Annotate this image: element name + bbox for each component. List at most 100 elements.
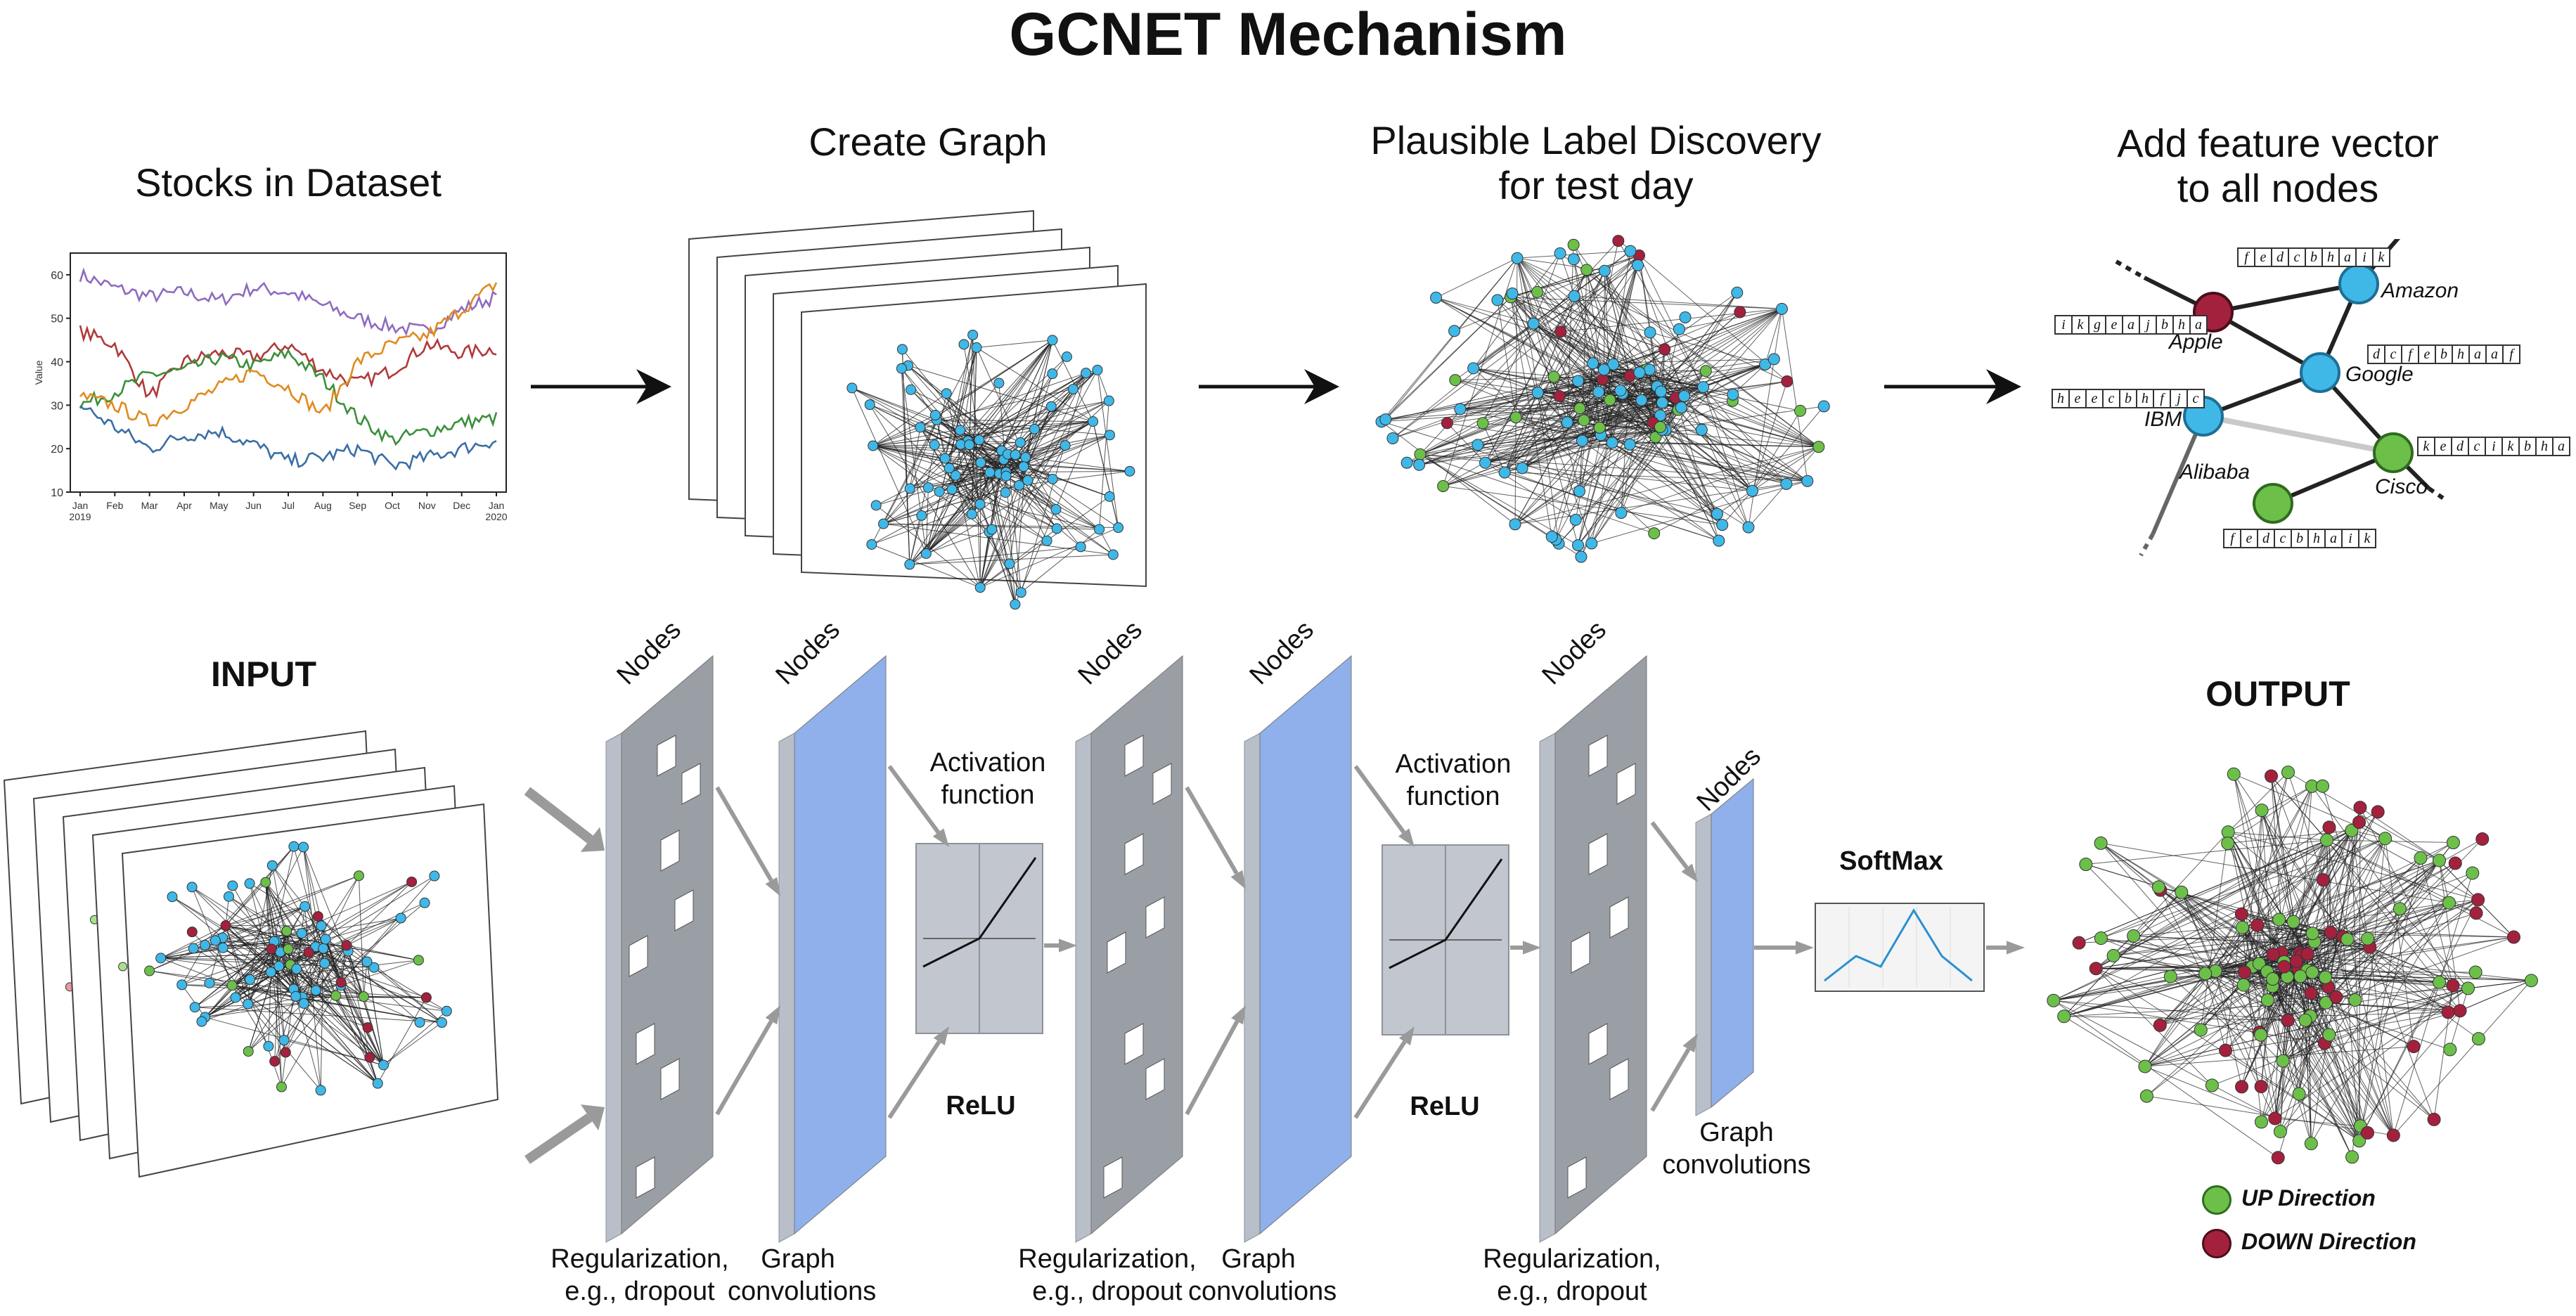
edge (2170, 976, 2360, 1142)
page-title: GCNET Mechanism (1009, 1, 1567, 68)
graph-node (362, 1022, 373, 1033)
edge (1025, 421, 1093, 458)
edge (909, 546, 1081, 565)
graph-node (316, 920, 327, 931)
series-line-0 (79, 267, 497, 337)
edge (979, 370, 1098, 588)
graph-node (260, 877, 271, 888)
graph-node (1449, 374, 1462, 387)
graph-node (176, 979, 188, 991)
edge (1473, 264, 1638, 369)
edge (303, 981, 342, 1004)
edge (293, 945, 347, 990)
graph-node (414, 1017, 425, 1028)
dropout-layer-2 (1075, 654, 1183, 1243)
edge-cisco-alibaba (2272, 451, 2395, 505)
edge (2359, 1010, 2461, 1127)
graph-node (1047, 335, 1058, 346)
edge (2063, 931, 2331, 1017)
edge (320, 948, 324, 1090)
graph-node (1780, 477, 1793, 490)
edge (1485, 402, 1663, 463)
feature-cell: f (2154, 390, 2171, 407)
edge (2281, 827, 2330, 953)
graph-node (227, 880, 238, 891)
edge (1554, 376, 1656, 438)
feature-cell: b (2292, 530, 2309, 547)
graph-node (870, 500, 882, 511)
graph-node (2238, 965, 2252, 979)
graph-node (2221, 825, 2235, 839)
dropout-cell (1145, 896, 1165, 938)
arrow-l6-softmax-head (1796, 941, 1814, 955)
edge (205, 1002, 304, 1018)
graph-node (441, 1005, 452, 1017)
edge (955, 472, 991, 476)
edge (1639, 255, 1753, 491)
graph-node (1509, 518, 1521, 531)
edge (225, 925, 309, 953)
edge (225, 925, 316, 948)
graph-node (223, 891, 234, 902)
graph-node (1527, 317, 1540, 330)
edge (1510, 297, 1611, 401)
graph-node (196, 1016, 207, 1027)
graph-node (922, 482, 934, 493)
edge (920, 340, 1053, 428)
dropout-layer-3 (1539, 654, 1647, 1243)
edge (325, 917, 401, 940)
graph-conv-layer-2-side (1244, 733, 1261, 1243)
edge (1512, 293, 1765, 365)
edge (1381, 257, 1518, 422)
graph-node (929, 439, 940, 451)
edge (340, 875, 435, 983)
edge (2200, 927, 2243, 1031)
y-tick-label: 10 (51, 487, 63, 499)
graph-node (320, 934, 331, 945)
edge (2101, 842, 2449, 903)
graph-node (1612, 235, 1625, 247)
feature-cell: c (2192, 391, 2199, 406)
edge (2307, 936, 2514, 971)
arrow-l1-l2-top-head (765, 877, 780, 896)
graph-node (1498, 466, 1511, 479)
edge (2212, 988, 2468, 1086)
graph-node (1731, 286, 1744, 299)
graph-node (1386, 432, 1399, 444)
graph-node (1580, 264, 1593, 276)
edge (149, 970, 336, 996)
graph-node (2329, 990, 2343, 1004)
edge (872, 373, 1086, 446)
dropout-cell (1152, 763, 1172, 805)
dropout-cell (1588, 1023, 1608, 1065)
edge (2205, 973, 2227, 1051)
feature-cell: a (2326, 530, 2343, 547)
graph-node (2304, 1137, 2318, 1151)
edge (205, 946, 316, 1018)
graph-node (278, 1035, 290, 1046)
graph-node (2345, 823, 2359, 837)
graph-node (1648, 527, 1661, 540)
edge (340, 917, 401, 983)
x-tick-label: Mar (141, 500, 158, 511)
graph-node (210, 935, 221, 946)
edge (1443, 392, 1538, 486)
graph-node (2352, 815, 2366, 830)
x-tick-label: Apr (176, 500, 192, 511)
edge (925, 487, 929, 554)
graph-node (2348, 993, 2362, 1007)
graph-node (1716, 519, 1729, 531)
edge (976, 340, 1053, 348)
graph-node (2079, 858, 2093, 872)
graph-node (1491, 294, 1504, 307)
graph-node (1781, 375, 1793, 387)
dropout-cell (660, 830, 680, 872)
graph-node (2322, 820, 2336, 834)
edge (181, 945, 205, 986)
graph-node (2266, 972, 2280, 986)
graph-node (2305, 927, 2319, 941)
graph-node (2268, 1111, 2282, 1125)
edge (205, 944, 279, 967)
